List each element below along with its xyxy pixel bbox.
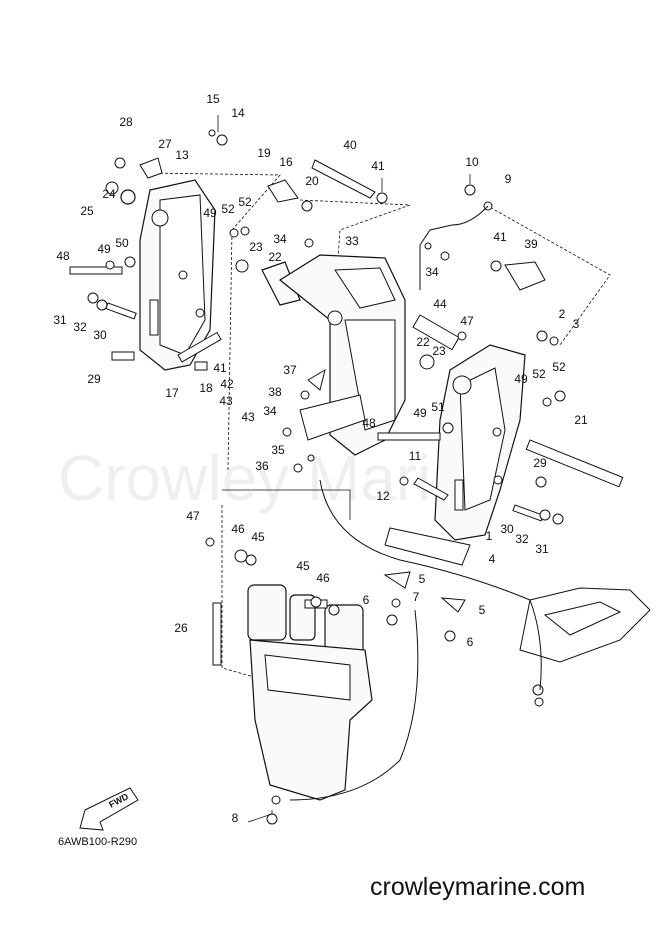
callout-20: 20 (305, 174, 319, 188)
callout-52: 52 (552, 360, 566, 374)
callout-6: 6 (363, 593, 370, 607)
callout-11: 11 (409, 449, 422, 463)
callout-48: 48 (362, 416, 376, 430)
transom-outline (519, 587, 651, 707)
upper-parts (229, 159, 388, 306)
callout-31: 31 (53, 313, 67, 327)
callout-19: 19 (257, 146, 271, 160)
callout-5: 5 (479, 603, 486, 617)
callout-23: 23 (249, 240, 263, 254)
callout-32: 32 (515, 532, 529, 546)
callout-34: 34 (425, 265, 439, 279)
callout-5: 5 (419, 572, 426, 586)
callout-2: 2 (559, 307, 566, 321)
group-box-center (299, 199, 411, 301)
callout-27: 27 (158, 137, 172, 151)
callout-12: 12 (376, 489, 390, 503)
swivel-bracket (278, 254, 435, 473)
callout-33: 33 (345, 234, 359, 248)
callout-14: 14 (231, 106, 245, 120)
group-box-right (485, 204, 611, 346)
callout-23: 23 (432, 344, 446, 358)
callout-37: 37 (283, 363, 297, 377)
callout-30: 30 (93, 328, 107, 342)
callout-49: 49 (413, 406, 427, 420)
callout-21: 21 (574, 413, 588, 427)
callout-49: 49 (514, 372, 528, 386)
callout-7: 7 (413, 590, 420, 604)
callout-28: 28 (119, 115, 133, 129)
callout-29: 29 (87, 372, 101, 386)
group-box-left (149, 172, 281, 471)
ptt-ground-cable (289, 609, 419, 801)
site-name: crowleymarine.com (370, 873, 586, 901)
callout-16: 16 (279, 155, 293, 169)
callout-49: 49 (97, 242, 111, 256)
diagram-code: 6AWB100-R290 (58, 836, 138, 848)
callout-41: 41 (493, 230, 507, 244)
ground-cable-upper (419, 205, 489, 290)
callout-3: 3 (573, 317, 580, 331)
callout-10: 10 (465, 155, 479, 169)
callout-13: 13 (175, 148, 189, 162)
callout-40: 40 (343, 138, 357, 152)
callout-50: 50 (115, 236, 129, 250)
callout-22: 22 (416, 335, 430, 349)
callout-41: 41 (371, 159, 385, 173)
callout-52: 52 (532, 367, 546, 381)
callout-48: 48 (56, 249, 70, 263)
callout-17: 17 (165, 386, 179, 400)
callout-32: 32 (73, 320, 87, 334)
callout-25: 25 (80, 204, 94, 218)
callout-46: 46 (231, 522, 245, 536)
callout-1: 1 (486, 529, 493, 543)
leader-box (222, 489, 351, 520)
callout-38: 38 (268, 385, 282, 399)
callout-29: 29 (533, 456, 547, 470)
callout-45: 45 (251, 530, 265, 544)
callout-31: 31 (535, 542, 549, 556)
callout-24: 24 (102, 187, 116, 201)
callout-18: 18 (199, 381, 213, 395)
tilt-tube (512, 439, 624, 525)
callout-47: 47 (460, 314, 474, 328)
callout-9: 9 (505, 172, 512, 186)
callout-15: 15 (206, 92, 220, 106)
callout-51: 51 (431, 400, 445, 414)
group-box-lower (221, 505, 266, 681)
callout-41: 41 (213, 361, 227, 375)
fwd-arrow: FWD (79, 787, 139, 831)
callout-39: 39 (524, 237, 538, 251)
left-clamp-bracket (139, 179, 216, 371)
callout-44: 44 (433, 297, 447, 311)
callout-46: 46 (316, 571, 330, 585)
callout-22: 22 (268, 250, 282, 264)
callout-49: 49 (203, 206, 217, 220)
callout-52: 52 (238, 195, 252, 209)
power-trim-tilt-unit (205, 537, 373, 825)
callout-47: 47 (186, 509, 200, 523)
callout-43: 43 (219, 394, 233, 408)
lower-brackets (383, 527, 471, 642)
callout-36: 36 (255, 459, 269, 473)
right-clamp-bracket (377, 184, 566, 541)
watermark: Crowley Marine (58, 442, 503, 514)
callout-30: 30 (500, 522, 514, 536)
callout-45: 45 (296, 559, 310, 573)
callout-42: 42 (220, 377, 234, 391)
callout-34: 34 (273, 232, 287, 246)
callout-4: 4 (489, 552, 496, 566)
callout-26: 26 (174, 621, 188, 635)
trim-sender-cable (319, 479, 542, 691)
callout-35: 35 (271, 443, 285, 457)
callout-43: 43 (241, 410, 255, 424)
callout-6: 6 (467, 635, 474, 649)
left-fasteners (69, 129, 228, 371)
callout-52: 52 (221, 202, 235, 216)
callout-34: 34 (263, 404, 277, 418)
callout-8: 8 (232, 811, 239, 825)
